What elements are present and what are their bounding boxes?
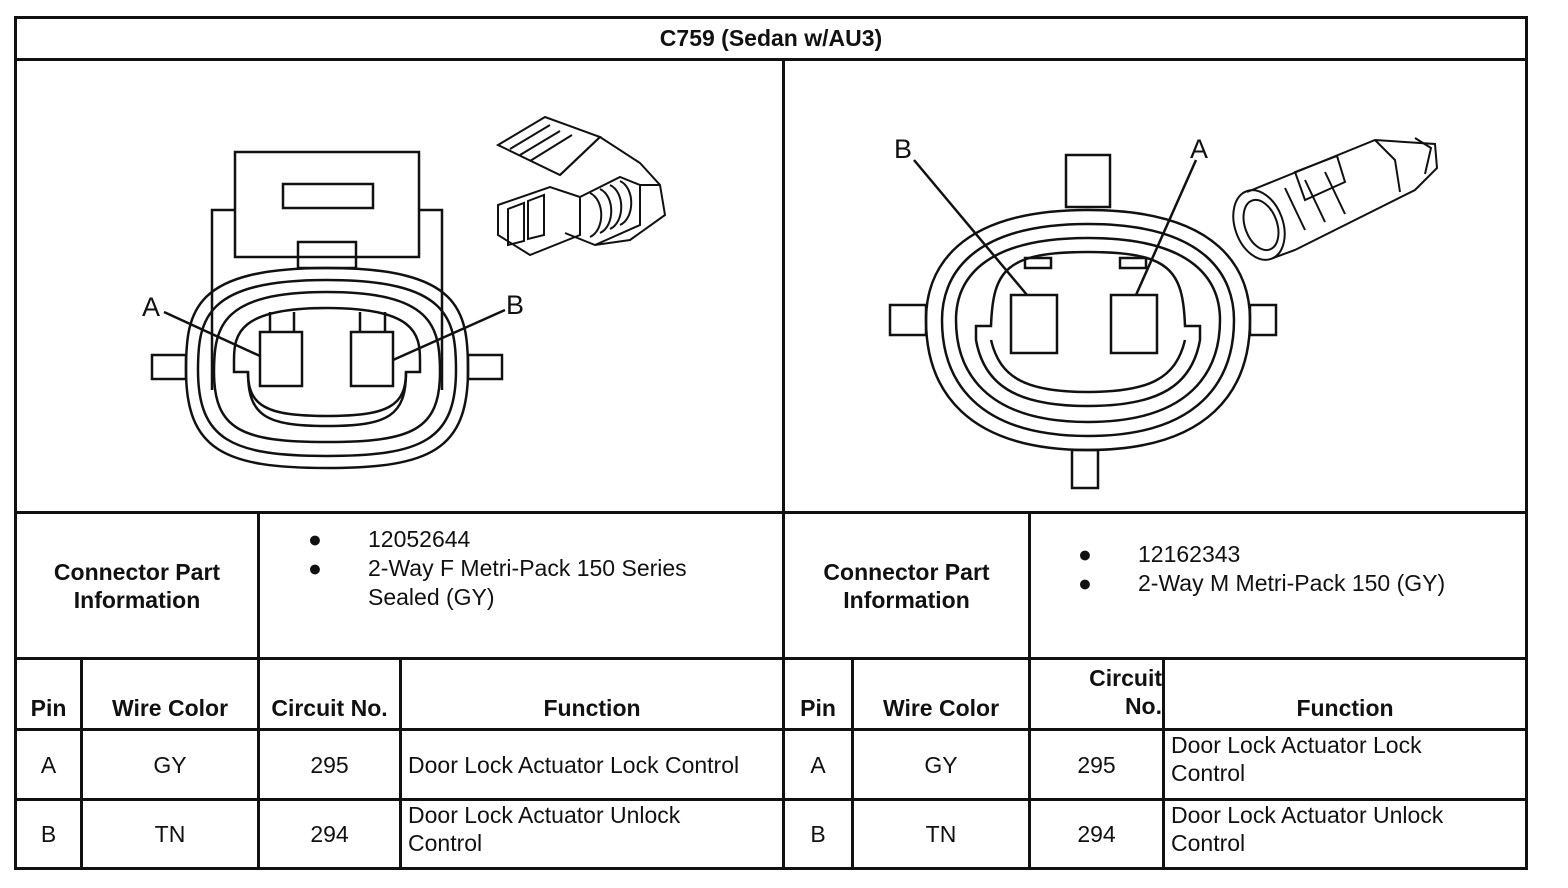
left-row-a-circuit: 295 (310, 751, 349, 778)
rule-left-circuit (399, 657, 402, 870)
bullet-icon: ● (308, 555, 322, 581)
right-row-a-function-line1: Door Lock Actuator Lock (1171, 732, 1422, 758)
right-row-a-function-line2: Control (1171, 760, 1246, 786)
list-item: ● 2-Way F Metri-Pack 150 Series (296, 554, 687, 583)
right-part-number: 12162343 (1138, 541, 1241, 567)
right-pin-label-a: A (1190, 134, 1208, 164)
right-row-b-function-line1: Door Lock Actuator Unlock (1171, 802, 1444, 828)
right-row-b-wire-color: TN (925, 821, 957, 847)
left-row-b-wire-color: TN (154, 821, 186, 847)
right-row-a-pin: A (810, 751, 826, 778)
left-row-a-pin: A (40, 751, 57, 778)
rule-partinfo (14, 657, 1528, 660)
left-row-a-wire-color: GY (153, 751, 187, 778)
right-header-wire-color: Wire Color (882, 695, 1000, 721)
right-pin-label-b: B (894, 134, 912, 164)
list-item: Sealed (GY) (296, 583, 687, 612)
list-item: ● 12052644 (296, 525, 687, 554)
right-row-b-function: Door Lock Actuator Unlock Control (1165, 801, 1525, 867)
rule-header (14, 728, 1528, 731)
right-row-b-function-line2: Control (1171, 830, 1246, 856)
connector-table (14, 16, 1528, 870)
rule-center (782, 58, 785, 870)
left-pin-label-b: B (506, 290, 524, 320)
rule-left-partinfo (257, 511, 260, 870)
bullet-icon: ● (308, 526, 322, 552)
left-part-info-label: Connector Part Information (17, 514, 257, 657)
right-row-a-circuit: 295 (1077, 751, 1116, 778)
right-part-info-label: Connector Part Information (785, 514, 1028, 657)
right-part-description: 2-Way M Metri-Pack 150 (GY) (1138, 570, 1446, 596)
left-part-info-label-line2: Information (73, 586, 201, 613)
rule-right-partinfo (1028, 511, 1031, 870)
left-part-info-label-line1: Connector Part (53, 558, 221, 585)
left-part-number: 12052644 (368, 526, 471, 552)
right-header-circuit: Circuit No. (1031, 660, 1162, 728)
connector-title: C759 (Sedan w/AU3) (659, 25, 883, 51)
right-row-b-circuit: 294 (1077, 821, 1116, 847)
rule-title (14, 58, 1528, 61)
left-row-a-function: Door Lock Actuator Lock Control (408, 751, 740, 778)
rule-diagram (14, 511, 1528, 514)
right-header-circuit-line1: Circuit (1089, 665, 1162, 691)
right-row-a-wire-color: GY (924, 751, 958, 778)
left-row-b-function: Door Lock Actuator Unlock Control (402, 801, 782, 867)
right-header-pin: Pin (800, 695, 836, 721)
rule-right-circuit (1162, 657, 1165, 870)
rule-right-pin (851, 657, 854, 870)
left-header-pin: Pin (30, 695, 67, 721)
left-row-b-function-line2: Control (408, 830, 483, 856)
right-part-info-label-line1: Connector Part (823, 558, 990, 585)
left-row-b-function-line1: Door Lock Actuator Unlock (408, 802, 681, 828)
right-header-circuit-line2: No. (1124, 693, 1162, 719)
rule-left-pin (80, 657, 83, 870)
female-connector-3d-icon (495, 115, 667, 257)
list-item: ● 12162343 (1066, 540, 1445, 569)
left-part-description: 2-Way F Metri-Pack 150 Series (368, 555, 687, 581)
left-header-wire-color: Wire Color (111, 695, 229, 721)
left-row-b-pin: B (40, 821, 57, 847)
left-header-function: Function (543, 695, 641, 721)
right-row-a-function: Door Lock Actuator Lock Control (1165, 731, 1525, 798)
bullet-icon: ● (1078, 541, 1092, 567)
left-part-description-cont: Sealed (GY) (368, 584, 495, 610)
right-part-info-label-line2: Information (843, 586, 970, 613)
list-item: ● 2-Way M Metri-Pack 150 (GY) (1066, 569, 1445, 598)
right-row-b-pin: B (810, 821, 826, 847)
male-connector-face-icon: B A (888, 134, 1278, 490)
left-pin-label-a: A (142, 292, 160, 322)
female-connector-face-icon: A B (142, 150, 524, 470)
left-row-b-circuit: 294 (310, 821, 349, 847)
left-header-circuit: Circuit No. (271, 695, 388, 721)
right-part-info-list: ● 12162343 ● 2-Way M Metri-Pack 150 (GY) (1066, 540, 1445, 598)
right-header-function: Function (1296, 695, 1394, 721)
male-connector-3d-icon (1232, 137, 1439, 261)
rule-row-a (14, 798, 1528, 801)
bullet-icon: ● (1078, 570, 1092, 596)
left-part-info-list: ● 12052644 ● 2-Way F Metri-Pack 150 Series… (296, 525, 687, 612)
